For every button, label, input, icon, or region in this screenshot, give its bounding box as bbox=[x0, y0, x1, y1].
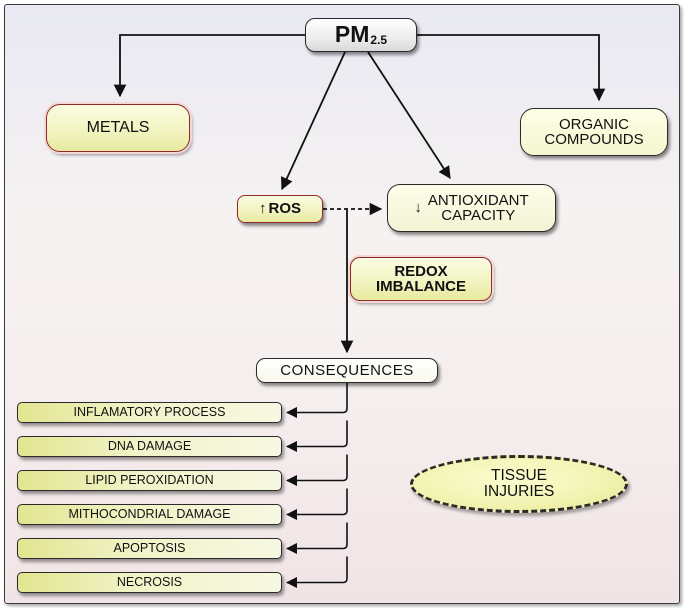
up-arrow-icon: ↑ bbox=[258, 200, 267, 218]
consequence-item-label: DNA DAMAGE bbox=[107, 439, 192, 454]
ros-label: ROS bbox=[268, 200, 301, 218]
consequence-item-label: MITHOCONDRIAL DAMAGE bbox=[68, 507, 231, 522]
organic-compounds-node: ORGANIC COMPOUNDS bbox=[520, 108, 668, 156]
tissue-injuries-node: TISSUE INJURIES bbox=[410, 455, 628, 513]
consequence-item: LIPID PEROXIDATION bbox=[17, 470, 282, 491]
consequence-item: NECROSIS bbox=[17, 572, 282, 593]
ros-node: ↑ROS bbox=[237, 195, 323, 223]
redox-label-line1: REDOX bbox=[394, 262, 448, 280]
pm25-subscript: 2.5 bbox=[370, 32, 388, 47]
consequence-item: APOPTOSIS bbox=[17, 538, 282, 559]
consequence-item-label: INFLAMATORY PROCESS bbox=[73, 405, 226, 420]
tissue-label-line2: INJURIES bbox=[483, 483, 555, 500]
organic-label-line2: COMPOUNDS bbox=[544, 131, 644, 148]
tissue-label-line1: TISSUE bbox=[491, 467, 547, 485]
metals-node: METALS bbox=[46, 104, 190, 152]
antioxidant-label-line2: CAPACITY bbox=[441, 207, 516, 224]
consequences-node: CONSEQUENCES bbox=[256, 358, 438, 383]
antioxidant-capacity-node: ↓ ANTIOXIDANT CAPACITY bbox=[387, 184, 556, 232]
consequence-item-label: APOPTOSIS bbox=[113, 541, 186, 556]
pm25-label: PM bbox=[334, 21, 370, 48]
consequence-item-label: LIPID PEROXIDATION bbox=[85, 473, 214, 488]
antioxidant-label-line1: ANTIOXIDANT bbox=[427, 191, 529, 209]
redox-label-line2: IMBALANCE bbox=[376, 278, 466, 295]
consequence-item: MITHOCONDRIAL DAMAGE bbox=[17, 504, 282, 525]
organic-label-line1: ORGANIC bbox=[558, 115, 629, 133]
consequence-item: INFLAMATORY PROCESS bbox=[17, 402, 282, 423]
metals-label: METALS bbox=[86, 118, 150, 136]
consequence-item: DNA DAMAGE bbox=[17, 436, 282, 457]
redox-imbalance-node: REDOX IMBALANCE bbox=[350, 257, 492, 301]
consequences-label: CONSEQUENCES bbox=[280, 361, 414, 379]
down-arrow-icon: ↓ bbox=[414, 199, 422, 217]
consequence-item-label: NECROSIS bbox=[116, 575, 183, 590]
